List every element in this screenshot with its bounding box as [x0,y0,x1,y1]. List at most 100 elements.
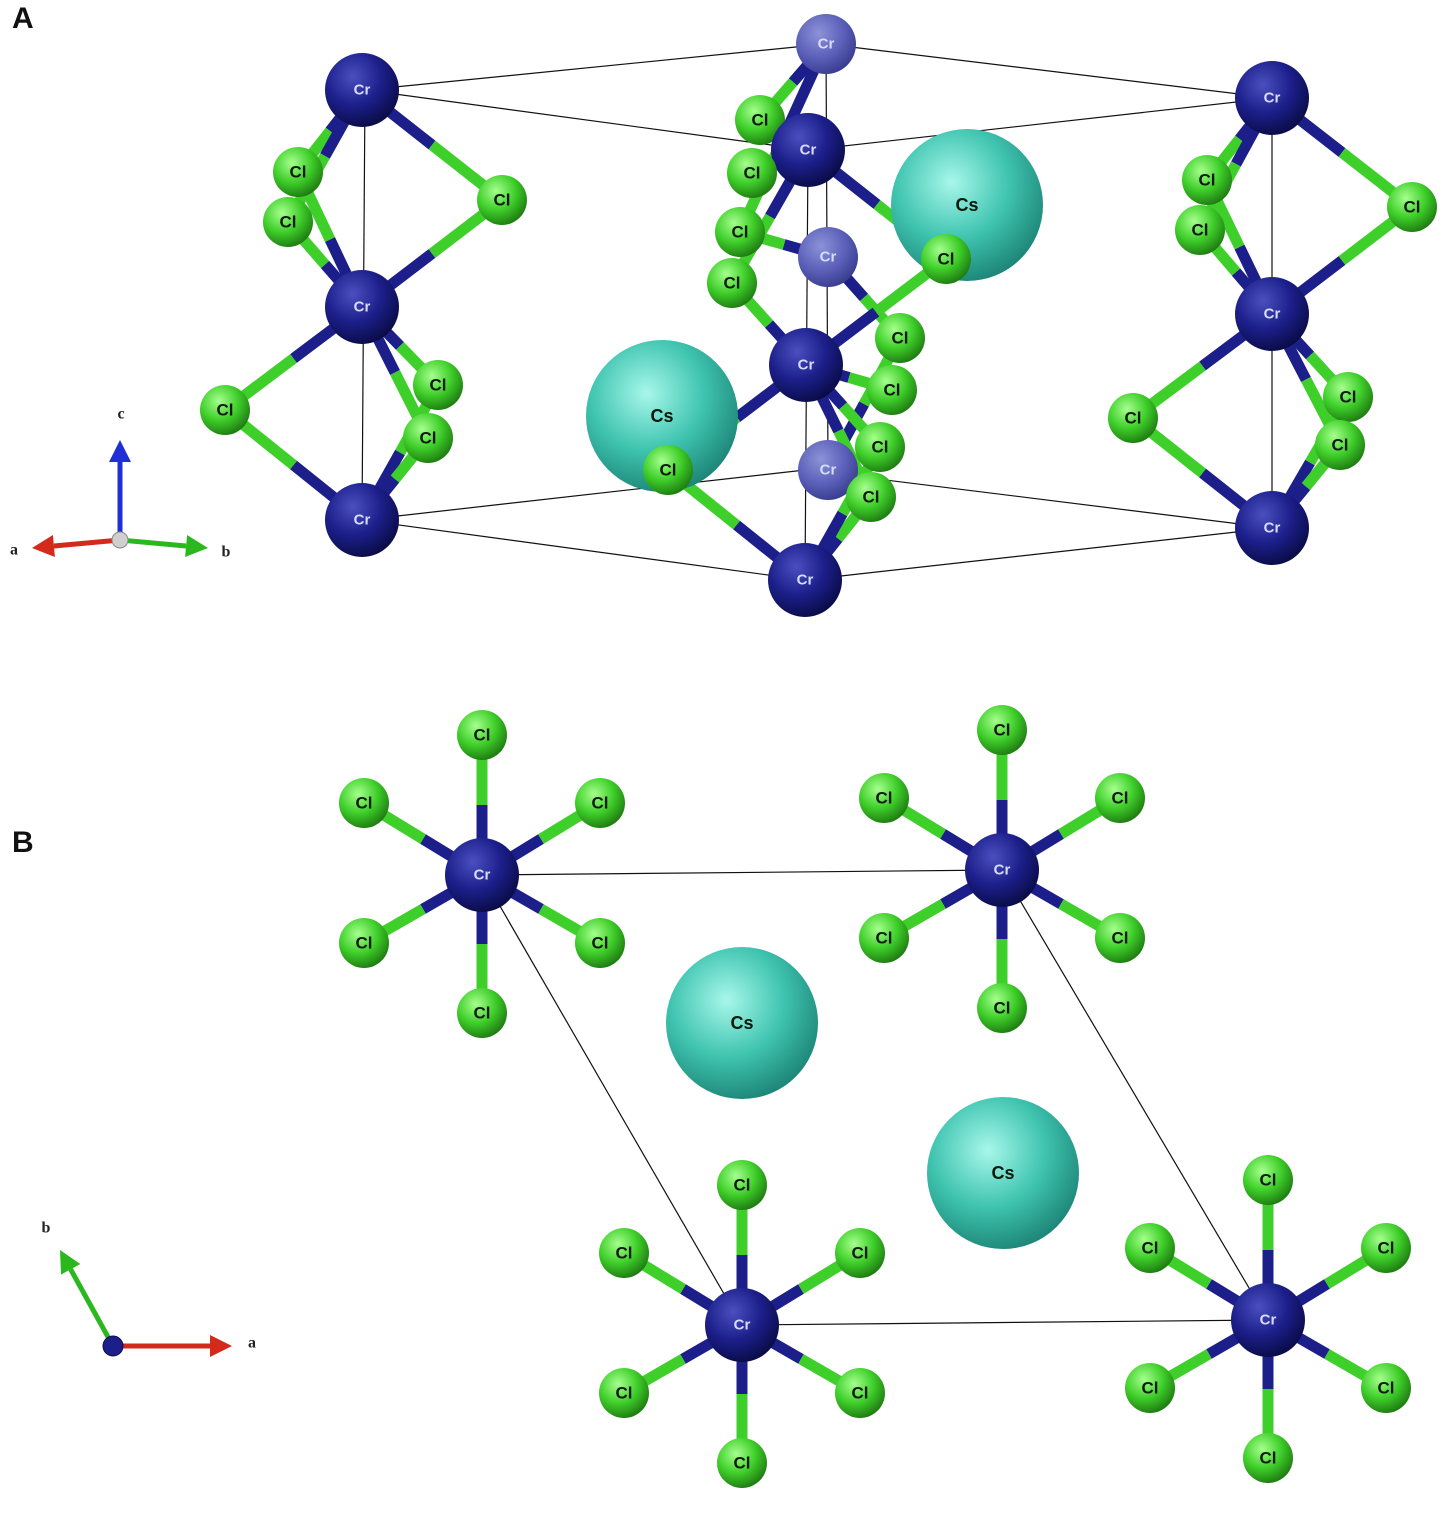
panel-b-atom-cl: Cl [339,778,389,828]
panel-a-atom-label-cl: Cl [724,274,741,293]
panel-a-atom-cr: Cr [325,270,399,344]
panel-a-cell-edge [364,89,809,151]
panel-a-atom-cl: Cl [200,385,250,435]
panel-a-atom-label-cr: Cr [354,512,371,529]
panel-b-atom-label-cr: Cr [734,1317,751,1334]
panel-b-atom-cl: Cl [1243,1155,1293,1205]
panel-b-atom-cl: Cl [835,1368,885,1418]
panel-a-atom-cr: Cr [796,14,856,74]
panel-b-atom-cl: Cl [457,988,507,1038]
panel-a-atom-label-cr: Cr [798,357,815,374]
panel-b-atom-label-cr: Cr [474,867,491,884]
panel-a-atom-cr: Cr [1235,277,1309,351]
panel-a-atom-label-cr: Cr [1264,520,1281,537]
panel-a-atom-cl: Cl [855,422,905,472]
panel-b-atom-label-cl: Cl [994,999,1011,1018]
panel-b-atom-label-cl: Cl [1260,1171,1277,1190]
panel-b-atom-cr: Cr [705,1288,779,1362]
panel-b-atom-label-cl: Cl [1378,1379,1395,1398]
panel-b-atom-cl: Cl [1095,913,1145,963]
panel-a-cell-edge [807,97,1273,151]
panel-a-cell-edge [804,527,1273,581]
panel-a-atom-label-cs: Cs [955,195,978,215]
panel-a-c-axis-label: c [117,406,124,423]
panel-b-cell-edge [481,869,1003,876]
panel-b-atom-cl: Cl [575,778,625,828]
panel-a-atom-label-cl: Cl [1340,388,1357,407]
panel-b-axis-origin [102,1335,124,1357]
panel-a-atom-label-cl: Cl [752,111,769,130]
panel-b-cell-edge [741,1319,1269,1326]
panel-a-atom-cr: Cr [325,483,399,557]
panel-a-atom-cr: Cr [769,328,843,402]
panel-b-atom-cl: Cl [599,1228,649,1278]
panel-b-atom-label-cl: Cl [734,1176,751,1195]
panel-a-atom-cr: Cr [768,543,842,617]
panel-a-b-axis-arrow [119,535,208,557]
panel-a-atom-cl: Cl [846,472,896,522]
panel-a-atom-cl: Cl [707,258,757,308]
panel-b-atom-label-cl: Cl [474,1004,491,1023]
panel-b-atom-cl: Cl [859,913,909,963]
panel-a-atom-label-cl: Cl [217,401,234,420]
panel-a-atom-cr: Cr [798,440,858,500]
panel-a-atom-label-cr: Cr [820,249,837,266]
panel-a-atom-cl: Cl [715,207,765,257]
panel-a-atom-label-cr: Cr [820,462,837,479]
panel-a-atom-label-cr: Cr [354,82,371,99]
panel-b-atom-cl: Cl [457,710,507,760]
panel-b-atom-cl: Cl [835,1228,885,1278]
panel-a-atom-label-cl: Cl [430,376,447,395]
panel-a-atom-cl: Cl [1387,182,1437,232]
panel-a-atom-cl: Cl [263,197,313,247]
panel-a-atom-label-cl: Cl [1125,409,1142,428]
panel-a-atom-label-cr: Cr [797,572,814,589]
panel-a-atom-cl: Cl [727,148,777,198]
panel-a-cell-edge [361,519,806,581]
panel-b-atom-label-cl: Cl [356,794,373,813]
panel-a-atom-label-cr: Cr [354,299,371,316]
panel-a-atom-label-cl: Cl [884,381,901,400]
panel-a-atom-label-cl: Cl [863,488,880,507]
panel-a-atom-label-cl: Cl [280,213,297,232]
panel-b-atom-cl: Cl [859,773,909,823]
panel-b-atom-label-cl: Cl [734,1454,751,1473]
panel-b-atom-label-cl: Cl [1378,1239,1395,1258]
panel-a-atom-cr: Cr [771,113,845,187]
panel-b-atom-cl: Cl [339,918,389,968]
panel-a-atom-cs: Cs [586,340,738,492]
panel-a-atom-cl: Cl [1108,393,1158,443]
panel-a-cell-edge [364,43,827,91]
panel-b-atom-label-cl: Cl [474,726,491,745]
panel-a-atom-label-cl: Cl [1192,221,1209,240]
panel-a-axis-origin [111,531,129,549]
panel-b-atom-label-cl: Cl [592,934,609,953]
panel-b-atom-cl: Cl [717,1160,767,1210]
panel-a-b-axis-label: b [222,544,231,561]
panel-a-atom-label-cr: Cr [800,142,817,159]
panel-b-a-axis-label: a [248,1335,256,1352]
panel-b-atom-label-cl: Cl [1142,1379,1159,1398]
panel-a-atom-label-cl: Cl [660,461,677,480]
panel-b-atom-label-cl: Cl [616,1384,633,1403]
panel-b-atom-label-cl: Cl [876,929,893,948]
panel-a-atom-cl: Cl [643,445,693,495]
panel-b-cell-edge [1001,869,1269,1321]
panel-a-c-axis-arrow [109,440,131,540]
panel-b-atom-label-cl: Cl [1112,789,1129,808]
panel-a-atom-label-cl: Cl [744,164,761,183]
panel-a-atom-label-cl: Cl [1404,198,1421,217]
panel-a-atom-label-cl: Cl [290,163,307,182]
panel-b-atom-cl: Cl [977,983,1027,1033]
panel-b-atom-cs: Cs [927,1097,1079,1249]
panel-a-atom-cl: Cl [403,413,453,463]
panel-a-atom-label-cr: Cr [818,36,835,53]
panel-a-atom-label-cr: Cr [1264,306,1281,323]
panel-b-atom-label-cs: Cs [991,1163,1014,1183]
panel-a-a-axis-arrow [32,535,121,557]
panel-a-atom-label-cl: Cl [892,329,909,348]
panel-b-atom-cl: Cl [1125,1223,1175,1273]
panel-b-atom-cr: Cr [965,833,1039,907]
panel-b-atom-cl: Cl [1125,1363,1175,1413]
panel-a-atom-cl: Cl [921,234,971,284]
